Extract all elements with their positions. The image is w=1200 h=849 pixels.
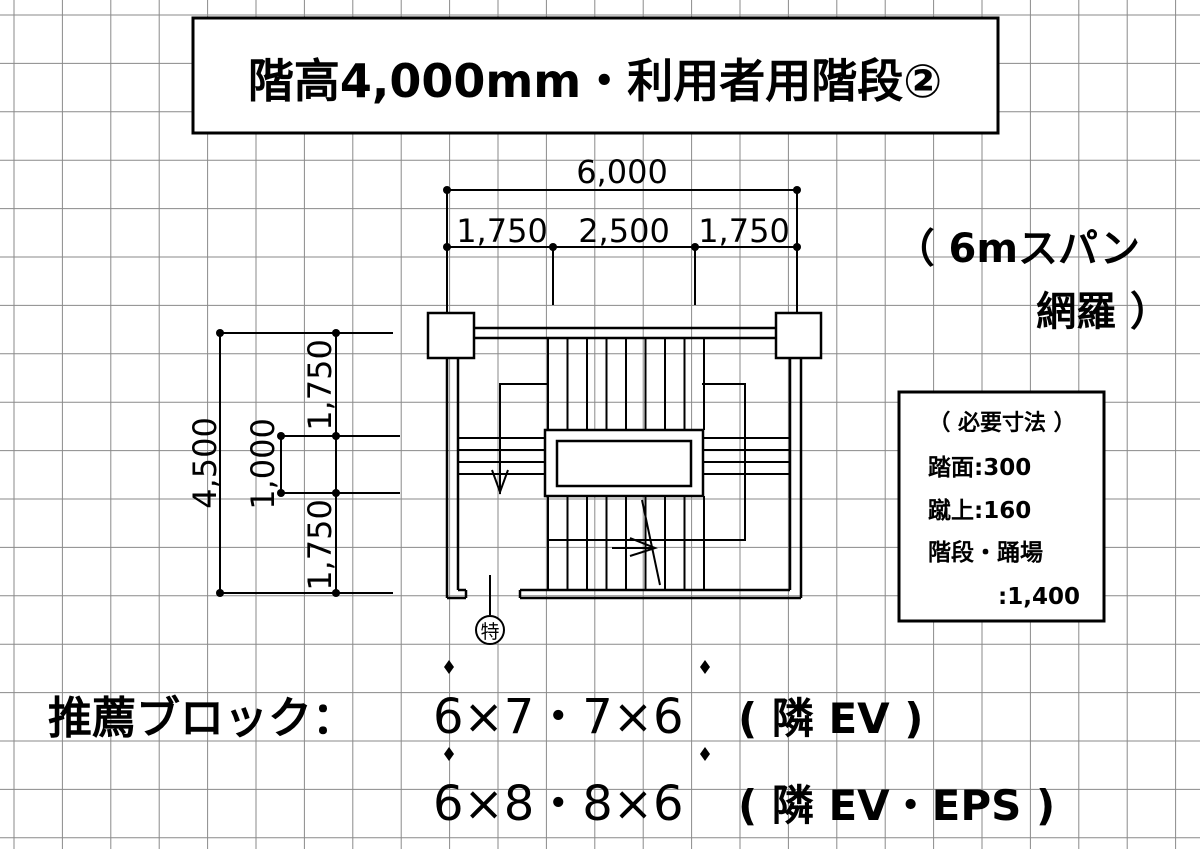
upper-flight-treads: [547, 338, 705, 430]
dim-dot: [216, 589, 224, 597]
drawing-title: 階高4,000mm・利用者用階段②: [248, 54, 942, 108]
break-line: [641, 499, 661, 586]
vertical-dimension-dots: [216, 329, 340, 597]
dim-depth-bottom: 1,750: [301, 499, 339, 591]
vertical-dimensions: [219, 332, 400, 594]
side-note-line2: 網羅 ）: [1036, 289, 1170, 335]
required-dimensions-box: （ 必要寸法 ） 踏面:300 蹴上:160 階段・踊場 :1,400: [897, 390, 1106, 623]
horizontal-dimension-dots: [443, 186, 801, 251]
dim-dot: [332, 329, 340, 337]
marker-diamond: [700, 660, 710, 674]
marker-diamond: [444, 747, 454, 761]
lower-flight-treads: [547, 496, 705, 590]
required-heading: （ 必要寸法 ）: [928, 410, 1075, 436]
dim-dot: [277, 432, 285, 440]
dim-dot: [277, 489, 285, 497]
required-riser: 蹴上:160: [928, 498, 1031, 524]
dim-dot: [549, 243, 557, 251]
title-frame: [191, 16, 1000, 135]
dim-total-width: 6,000: [576, 153, 668, 191]
dim-dot: [332, 432, 340, 440]
dim-dot: [443, 186, 451, 194]
dim-depth-top: 1,750: [301, 339, 339, 431]
dim-dot: [332, 489, 340, 497]
stair-well-inner: [555, 439, 693, 488]
stair-plan: [426, 311, 823, 645]
recommend-row1-note: ( 隣 EV ): [738, 694, 923, 743]
required-box-frame: [897, 390, 1106, 623]
dim-dot: [691, 243, 699, 251]
special-mark-circle: [475, 615, 505, 645]
dim-width-right: 1,750: [698, 212, 790, 250]
dim-dot: [793, 186, 801, 194]
handrail-left: [499, 383, 548, 494]
title-block: 階高4,000mm・利用者用階段②: [191, 16, 1000, 135]
dim-width-center: 2,500: [578, 212, 670, 250]
dim-dot: [443, 243, 451, 251]
dim-depth-middle: 1,000: [244, 418, 282, 510]
recommended-blocks: 推薦ブロック： 6×7・7×6 ( 隣 EV ) 6×8・8×6 ( 隣 EV・…: [48, 660, 1055, 832]
dim-dot: [793, 243, 801, 251]
handrail-right: [548, 383, 746, 541]
down-arrow-head: [491, 469, 509, 495]
required-tread: 踏面:300: [928, 455, 1031, 481]
dim-total-depth: 4,500: [186, 417, 224, 509]
required-landing-value: :1,400: [998, 584, 1080, 610]
dim-dot: [216, 329, 224, 337]
recommend-row2: 6×8・8×6: [433, 776, 684, 832]
dim-width-left: 1,750: [456, 212, 548, 250]
special-mark-label: 特: [480, 621, 499, 643]
marker-diamond: [700, 747, 710, 761]
column-left: [426, 311, 476, 360]
column-right: [774, 311, 823, 360]
dim-dot: [332, 589, 340, 597]
horizontal-dimensions: [446, 189, 798, 313]
recommend-row2-note: ( 隣 EV・EPS ): [738, 781, 1055, 830]
side-note-line1: （ 6mスパン: [895, 226, 1140, 272]
recommend-label: 推薦ブロック：: [48, 693, 356, 744]
recommend-row1: 6×7・7×6: [433, 689, 684, 745]
marker-diamond: [444, 660, 454, 674]
up-arrow-head: [629, 537, 658, 557]
required-landing-label: 階段・踊場: [928, 539, 1043, 566]
